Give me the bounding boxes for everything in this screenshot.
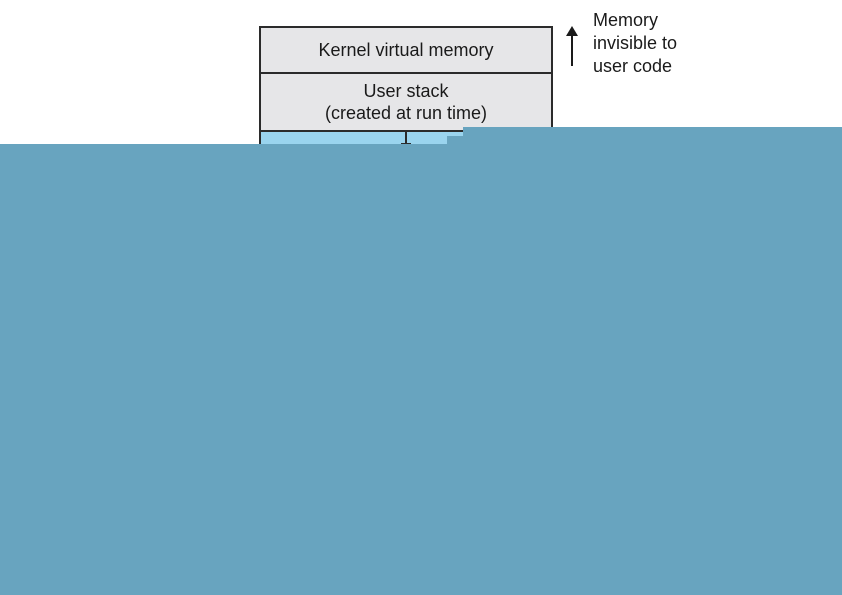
occluding-overlay bbox=[0, 144, 842, 595]
user-stack-sublabel: (created at run time) bbox=[324, 103, 488, 123]
kernel-virtual-memory-region: Kernel virtual memory bbox=[259, 26, 553, 74]
memory-invisible-note: Memory invisible to user code bbox=[593, 9, 773, 78]
user-stack-region: User stack (created at run time) bbox=[259, 72, 553, 132]
kernel-region-label: Kernel virtual memory bbox=[318, 40, 494, 60]
up-arrow-shaft bbox=[571, 30, 573, 66]
user-stack-label: User stack bbox=[363, 81, 449, 101]
stack-growth-tick bbox=[405, 130, 407, 144]
occluding-overlay-top bbox=[463, 127, 842, 145]
note-line-1: Memory bbox=[593, 10, 659, 30]
note-line-2: invisible to bbox=[593, 33, 678, 53]
occluding-overlay-step bbox=[447, 136, 464, 145]
note-line-3: user code bbox=[593, 56, 673, 76]
